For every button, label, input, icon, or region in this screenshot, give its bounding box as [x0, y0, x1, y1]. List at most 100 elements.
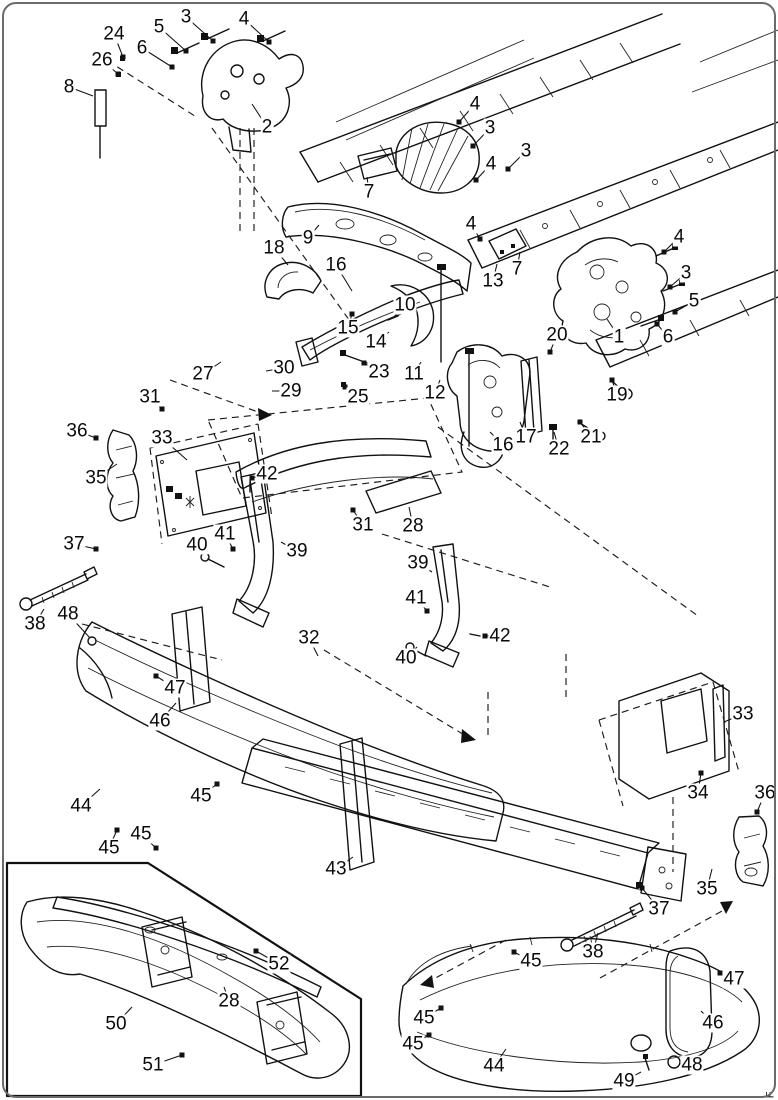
callout-2: 2: [260, 116, 274, 138]
left-mount-bracket: [106, 429, 140, 522]
callout-38: 38: [23, 613, 47, 635]
callout-8: 8: [62, 76, 76, 98]
bolt-38-left: [19, 566, 98, 611]
callout-3: 3: [519, 140, 533, 162]
callout-28: 28: [401, 515, 425, 537]
right-mount-bracket: [636, 815, 769, 888]
callout-6: 6: [661, 326, 675, 348]
suspension-crossmember: [281, 121, 527, 292]
callout-36: 36: [753, 782, 777, 804]
callout-5: 5: [687, 290, 701, 312]
callout-16: 16: [324, 254, 348, 276]
bumper-end-cap-right: [398, 935, 760, 1093]
bolt-38-right: [560, 902, 644, 952]
inset-box: [5, 861, 363, 1098]
callout-10: 10: [393, 294, 417, 316]
callout-15: 15: [336, 317, 360, 339]
callout-1: 1: [612, 326, 626, 348]
drawing-code: 31232F: [764, 1090, 776, 1100]
callout-50: 50: [104, 1013, 128, 1035]
callout-14: 14: [364, 331, 388, 353]
callout-42: 42: [488, 625, 512, 647]
callout-45: 45: [97, 837, 121, 859]
callout-48: 48: [56, 603, 80, 625]
callout-17: 17: [514, 426, 538, 448]
callout-36: 36: [65, 420, 89, 442]
callout-24: 24: [102, 23, 126, 45]
callout-45: 45: [519, 950, 543, 972]
support-strut-left: [200, 471, 275, 628]
callout-5: 5: [152, 16, 166, 38]
callout-32: 32: [297, 627, 321, 649]
callout-19: 19: [605, 384, 629, 406]
callout-42: 42: [255, 463, 279, 485]
callout-12: 12: [423, 382, 447, 404]
callout-40: 40: [185, 534, 209, 556]
callout-6: 6: [135, 37, 149, 59]
callout-7: 7: [362, 181, 376, 203]
callout-51: 51: [141, 1054, 165, 1076]
support-strut-right: [405, 543, 481, 668]
callout-45: 45: [189, 785, 213, 807]
callout-41: 41: [404, 587, 428, 609]
callout-9: 9: [301, 227, 315, 249]
callout-45: 45: [412, 1007, 436, 1029]
callout-35: 35: [695, 878, 719, 900]
callout-13: 13: [481, 270, 505, 292]
callout-52: 52: [267, 953, 291, 975]
callout-4: 4: [237, 8, 251, 30]
callout-34: 34: [686, 782, 710, 804]
callout-20: 20: [545, 324, 569, 346]
callout-33: 33: [150, 427, 174, 449]
callout-39: 39: [406, 552, 430, 574]
callout-3: 3: [179, 6, 193, 28]
callout-46: 46: [148, 710, 172, 732]
callout-46: 46: [701, 1012, 725, 1034]
callout-23: 23: [367, 361, 391, 383]
callout-47: 47: [163, 677, 187, 699]
callout-26: 26: [90, 49, 114, 71]
callout-40: 40: [394, 647, 418, 669]
callout-49: 49: [612, 1070, 636, 1092]
callout-11: 11: [403, 363, 425, 385]
callout-22: 22: [547, 438, 571, 460]
callout-3: 3: [679, 262, 693, 284]
callout-18: 18: [262, 237, 286, 259]
callout-3: 3: [483, 117, 497, 139]
stabilizer-brackets: [264, 261, 474, 447]
callout-45: 45: [129, 823, 153, 845]
callout-21: 21: [579, 426, 603, 448]
callout-4: 4: [484, 153, 498, 175]
frame-rails: [299, 13, 778, 368]
callout-37: 37: [62, 533, 86, 555]
callout-44: 44: [482, 1055, 506, 1077]
callout-29: 29: [279, 380, 303, 402]
callout-4: 4: [672, 226, 686, 248]
callout-39: 39: [285, 540, 309, 562]
callout-28: 28: [217, 990, 241, 1012]
callout-43: 43: [324, 858, 348, 880]
callout-27: 27: [191, 363, 215, 385]
callout-25: 25: [346, 386, 370, 408]
callout-48: 48: [680, 1054, 704, 1076]
callout-7: 7: [510, 258, 524, 280]
assembly-dashed-lines: [81, 53, 733, 988]
callout-4: 4: [464, 213, 478, 235]
callout-30: 30: [272, 357, 296, 379]
callout-33: 33: [731, 703, 755, 725]
callout-35: 35: [84, 467, 108, 489]
callout-4: 4: [468, 93, 482, 115]
callout-47: 47: [722, 968, 746, 990]
callout-31: 31: [351, 514, 375, 536]
bumper-cover-front: [76, 606, 505, 871]
callout-38: 38: [581, 941, 605, 963]
mounting-plate-right: [598, 672, 740, 807]
callout-45: 45: [401, 1033, 425, 1055]
callout-16: 16: [491, 434, 515, 456]
callout-44: 44: [69, 795, 93, 817]
callout-31: 31: [138, 386, 162, 408]
callout-37: 37: [647, 898, 671, 920]
